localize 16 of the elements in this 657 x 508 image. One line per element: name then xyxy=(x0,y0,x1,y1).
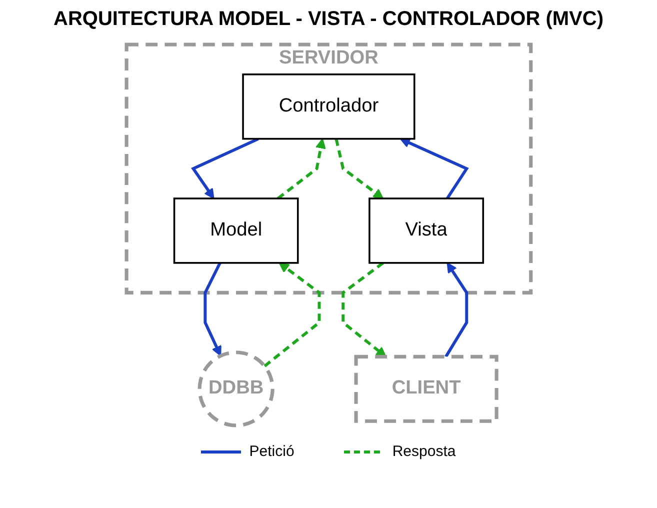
legend-text: Resposta xyxy=(392,443,456,460)
arrow xyxy=(190,137,259,199)
arrow xyxy=(276,138,326,200)
arrow xyxy=(263,262,321,368)
arrow xyxy=(444,262,468,358)
legend-text: Petició xyxy=(249,443,294,460)
arrow xyxy=(334,138,384,199)
arrow xyxy=(203,262,222,356)
arrow xyxy=(400,138,469,200)
node-box: CLIENT xyxy=(354,354,498,423)
node-circle: DDBB xyxy=(198,350,274,428)
node-box: Model xyxy=(173,198,299,264)
node-box: Controlador xyxy=(242,74,416,140)
node-box: Vista xyxy=(368,198,484,264)
arrow xyxy=(341,262,386,358)
diagram-title: ARQUITECTURA MODEL - VISTA - CONTROLADOR (MVC) xyxy=(52,8,604,31)
